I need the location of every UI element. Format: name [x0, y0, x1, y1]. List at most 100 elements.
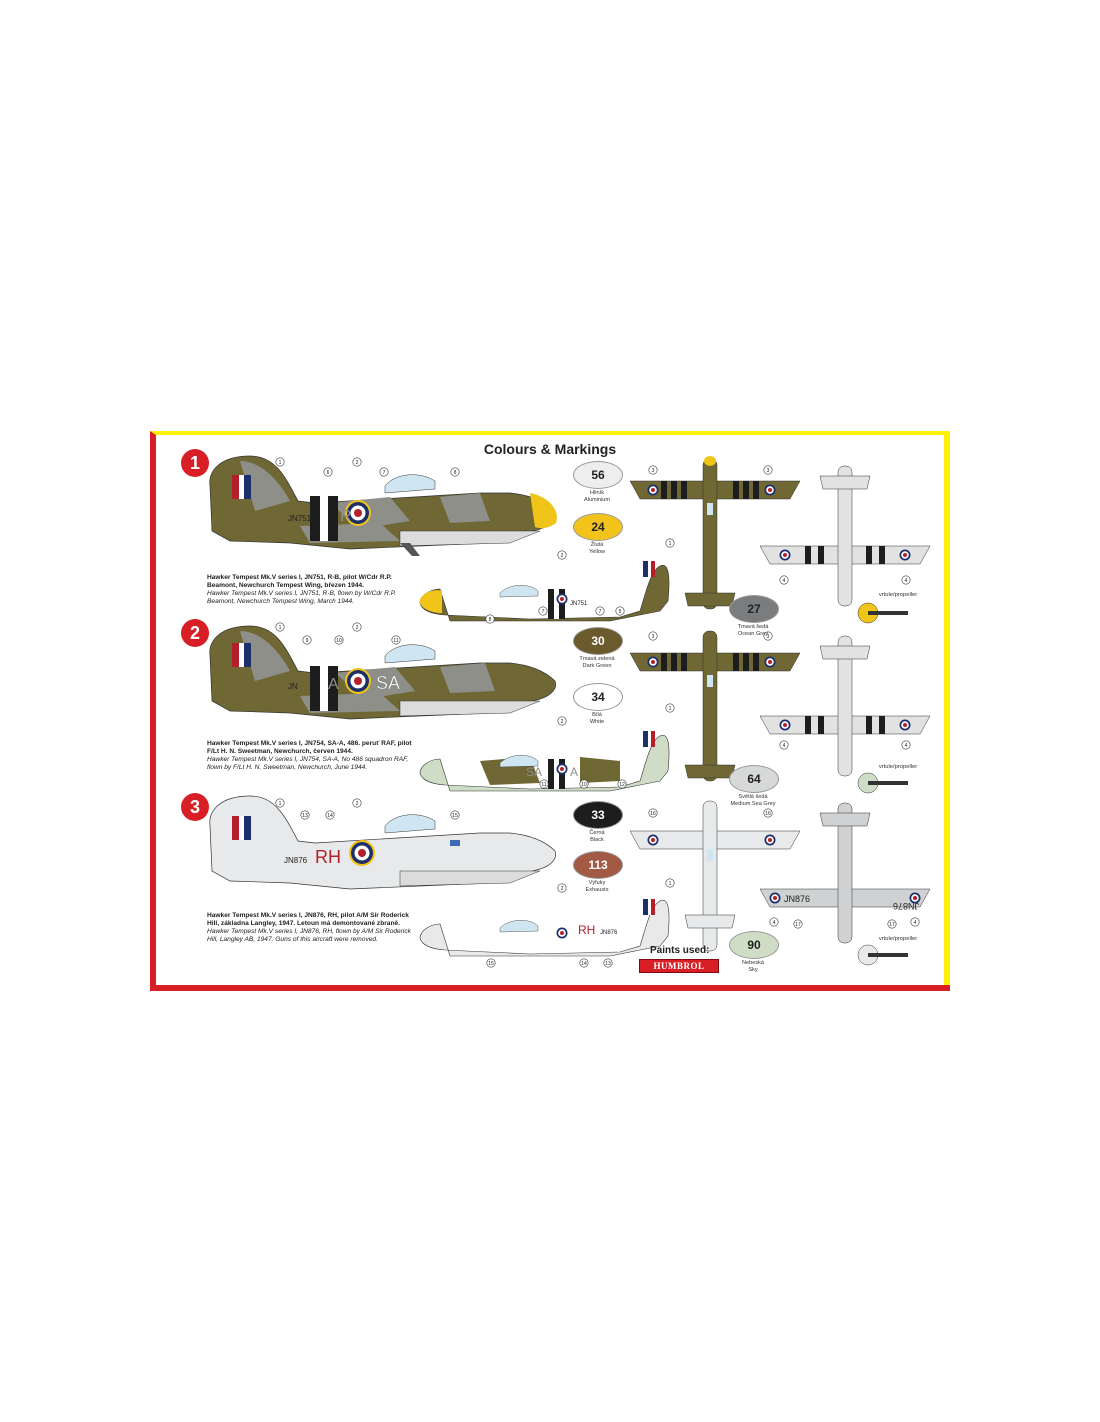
swatch-90-name-cz: Nebeská	[741, 960, 765, 966]
callout-p1-side-small-1: 2	[557, 550, 567, 560]
swatch-56-name-en: Aluminium	[583, 497, 611, 503]
p1-code-left: R	[340, 508, 352, 525]
callout-p2-under-2: 4	[901, 740, 911, 750]
callout-label: 11	[541, 782, 546, 788]
callout-p2-side-3: 2	[352, 622, 362, 632]
callout-p1-side-1: 1	[275, 457, 285, 467]
profile-2-side-view-small	[419, 731, 670, 792]
callout-p2-side-5: 11	[391, 635, 401, 645]
profile-3-caption-en: Hawker Tempest Mk.V series I, JN876, RH,…	[207, 928, 411, 943]
callout-p3-side-small-2: 1	[665, 878, 675, 888]
callout-p3-side-3: 14	[325, 810, 335, 820]
callout-label: 3	[767, 634, 770, 640]
callout-label: 2	[356, 460, 359, 466]
callout-label: 15	[452, 813, 458, 819]
callout-p3-side-small-1: 2	[557, 883, 567, 893]
profile-3-side-view-small	[419, 899, 670, 957]
callout-label: 16	[650, 811, 656, 817]
callout-label: 2	[561, 719, 564, 725]
callout-label: 10	[581, 782, 587, 788]
profile-1-caption-cz: Hawker Tempest Mk.V series I, JN751, R-B…	[207, 574, 392, 589]
callout-p1-side-small-5: 7	[595, 606, 605, 616]
p3-code: RH	[315, 847, 341, 867]
swatch-33-name-cz: Černá	[589, 830, 605, 836]
swatch-64: 64	[729, 765, 779, 793]
profile-1-propeller	[857, 602, 908, 624]
swatch-27-name-cz: Tmavá šedá	[737, 624, 769, 630]
swatch-27-name-en: Ocean Grey	[737, 631, 769, 637]
callout-p3-under-1: 4	[769, 917, 779, 927]
p3-under-serial-right: JN876	[893, 901, 919, 911]
callout-p2-side-small-2: 1	[665, 703, 675, 713]
propeller-label-3: vrtule/propeller	[878, 936, 918, 942]
profile-2-under-view	[759, 635, 931, 777]
callout-label: 1	[279, 625, 282, 631]
callout-label: 3	[652, 634, 655, 640]
callout-p3-top-1: 16	[648, 808, 658, 818]
profile-3-top-view	[629, 800, 801, 952]
swatch-56: 56	[573, 461, 623, 489]
callout-label: 3	[767, 468, 770, 474]
humbrol-logo: HUMBROL	[639, 959, 719, 973]
callout-label: 10	[336, 638, 342, 644]
swatch-113-name-en: Exhausts	[585, 887, 609, 893]
callout-label: 11	[393, 638, 398, 644]
callout-label: 4	[783, 578, 786, 584]
callout-label: 7	[599, 609, 602, 615]
callout-p2-side-small-3: 11	[539, 779, 549, 789]
callout-label: 8	[489, 617, 492, 623]
profile-2-caption-en: Hawker Tempest Mk.V series I, JN754, SA-…	[207, 756, 409, 771]
callout-p1-side-5: 8	[450, 467, 460, 477]
profile-2-top-view	[629, 630, 801, 782]
profile-3-under-view	[759, 802, 931, 944]
callout-label: 2	[356, 625, 359, 631]
sheet-frame: JN751 R B JN751 JN A SA SA A JN876 RH RH…	[150, 431, 950, 991]
callout-p1-side-small-2: 1	[665, 538, 675, 548]
profile-2-caption-cz: Hawker Tempest Mk.V series I, JN754, SA-…	[207, 740, 412, 755]
callout-p3-under-2: 17	[793, 919, 803, 929]
callout-label: 2	[561, 886, 564, 892]
callout-p1-under-2: 4	[901, 575, 911, 585]
p1-code-right: B	[378, 508, 389, 525]
swatch-24: 24	[573, 513, 623, 541]
swatch-24-name-cz: Žlutá	[590, 542, 604, 548]
swatch-90-name-en: Sky	[748, 967, 758, 973]
p3-under-serial-left: JN876	[784, 894, 810, 904]
callout-p2-side-2: 9	[302, 635, 312, 645]
callout-label: 4	[905, 578, 908, 584]
profile-3-number: 3	[181, 793, 209, 821]
callout-label: 1	[279, 801, 282, 807]
profile-1-caption-en: Hawker Tempest Mk.V series I, JN751, R-B…	[207, 590, 397, 605]
swatch-30-name-en: Dark Green	[582, 663, 612, 669]
callout-p1-side-4: 7	[379, 467, 389, 477]
callout-label: 15	[488, 961, 494, 967]
swatch-113: 113	[573, 851, 623, 879]
callout-label: 4	[914, 920, 917, 926]
callout-label: 4	[905, 743, 908, 749]
profile-1-under-view	[759, 465, 931, 607]
callout-p1-side-small-3: 8	[485, 614, 495, 624]
profile-2-propeller	[857, 772, 908, 794]
callout-p2-top-2: 3	[763, 631, 773, 641]
callout-label: 5	[619, 609, 622, 615]
swatch-33-name-en: Black	[590, 837, 604, 843]
callout-label: 14	[327, 813, 333, 819]
swatch-64-name-cz: Světlá šedá	[738, 794, 768, 800]
callout-label: 17	[889, 922, 895, 928]
p2-code-left: A	[328, 676, 339, 693]
swatch-90: 90	[729, 931, 779, 959]
p3-serial: JN876	[284, 856, 308, 865]
callout-p3-side-small-4: 14	[579, 958, 589, 968]
profile-3-propeller	[857, 944, 908, 966]
callout-p2-side-small-1: 2	[557, 716, 567, 726]
profile-1-side-view-small	[419, 561, 670, 622]
callout-label: 8	[454, 470, 457, 476]
profile-1-top-view	[629, 456, 801, 610]
callout-label: 7	[383, 470, 386, 476]
callout-p3-under-4: 4	[910, 917, 920, 927]
callout-p1-side-small-6: 5	[615, 606, 625, 616]
callout-label: 1	[279, 460, 282, 466]
